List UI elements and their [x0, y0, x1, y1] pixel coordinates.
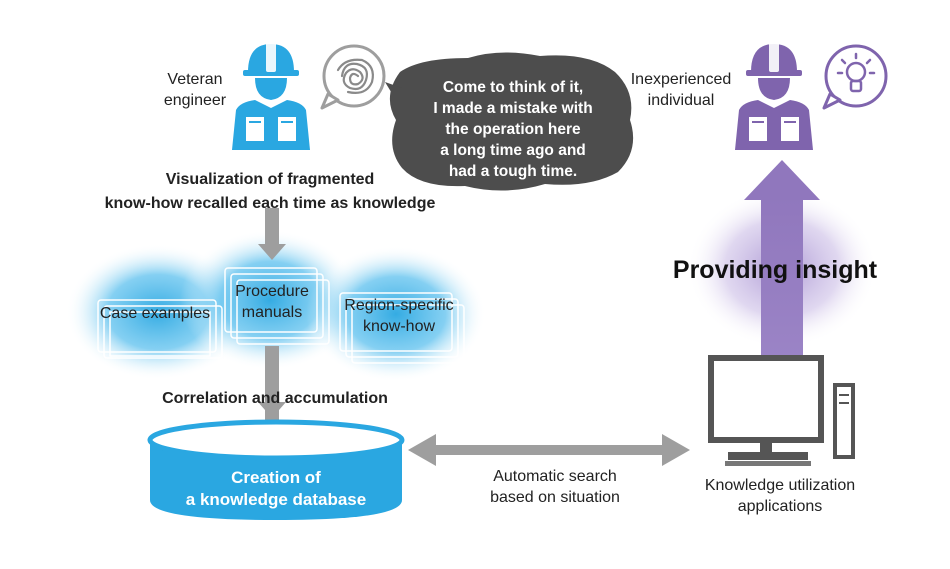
knowledge-database-cylinder — [147, 419, 405, 520]
bubble-line3: the operation here — [445, 121, 581, 138]
procedure-line2: manuals — [241, 304, 303, 321]
case-examples-label: Case examples — [99, 305, 211, 322]
region-knowhow-label: Region-specific know-how — [336, 295, 462, 337]
bubble-line5: had a tough time. — [448, 163, 578, 180]
inexperienced-line1: Inexperienced — [630, 71, 732, 88]
bubble-line1: Come to think of it, — [442, 79, 584, 96]
applications-line2: applications — [737, 498, 823, 515]
computer-icon — [708, 355, 855, 466]
veteran-label-line1: Veteran — [167, 71, 223, 88]
automatic-search-arrow — [408, 434, 690, 466]
region-line1: Region-specific — [344, 297, 454, 314]
applications-line1: Knowledge utilization — [704, 477, 856, 494]
veteran-worker-icon — [232, 42, 310, 150]
bubble-line4: a long time ago and — [440, 142, 586, 159]
procedure-manuals-label: Procedure manuals — [222, 281, 322, 323]
database-label: Creation of a knowledge database — [160, 467, 392, 511]
document-stacks — [97, 267, 465, 364]
speech-bubble — [385, 52, 634, 191]
search-line2: based on situation — [490, 489, 620, 506]
inexperienced-individual-label: Inexperienced individual — [618, 69, 744, 111]
veteran-label-line2: engineer — [163, 92, 227, 109]
region-line2: know-how — [362, 318, 436, 335]
providing-insight-arrow — [744, 160, 820, 360]
inexperienced-line2: individual — [647, 92, 715, 109]
procedure-line1: Procedure — [235, 283, 309, 300]
tangled-thought-icon — [320, 44, 386, 110]
search-line1: Automatic search — [493, 468, 617, 485]
veteran-engineer-label: Veteran engineer — [150, 69, 240, 111]
visualization-caption: Visualization of fragmented know-how rec… — [60, 168, 480, 216]
bubble-line2: I made a mistake with — [433, 100, 593, 117]
automatic-search-label: Automatic search based on situation — [470, 466, 640, 508]
lightbulb-icon — [822, 44, 888, 110]
database-line2: a knowledge database — [185, 490, 367, 509]
inexperienced-worker-icon — [735, 42, 813, 150]
region-knowhow-glow — [306, 246, 486, 382]
applications-label: Knowledge utilization applications — [670, 475, 890, 517]
visualization-line2: know-how recalled each time as knowledge — [104, 195, 436, 212]
database-line1: Creation of — [231, 468, 321, 487]
providing-insight-label: Providing insight — [672, 256, 878, 284]
visualization-line1: Visualization of fragmented — [165, 171, 375, 188]
correlation-caption: Correlation and accumulation — [162, 390, 388, 407]
speech-bubble-text: Come to think of it, I made a mistake wi… — [398, 77, 628, 182]
